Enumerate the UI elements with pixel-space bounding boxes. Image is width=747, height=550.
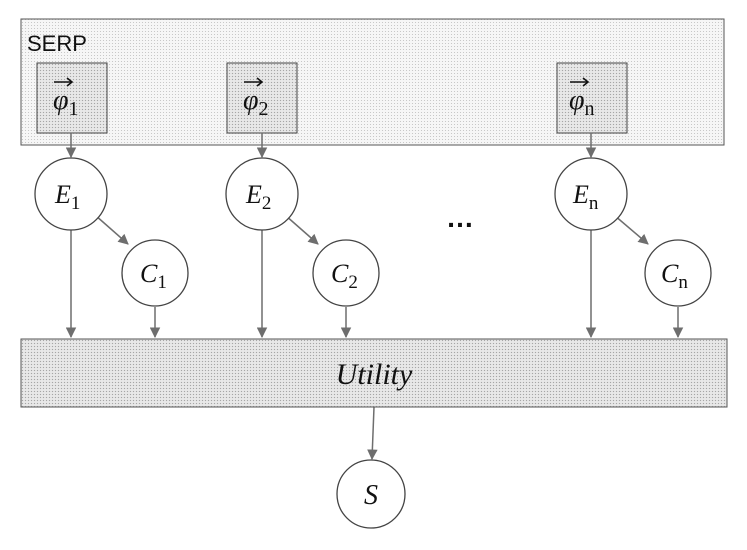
click-node-2: C2 (312, 239, 380, 307)
examination-node-1: E1 (34, 157, 108, 231)
feature-box-1: φ1 (36, 62, 108, 134)
edge-e2-c2 (284, 214, 319, 245)
edge-e1-c1 (94, 214, 129, 245)
examination-label-n: En (572, 180, 599, 214)
ellipsis: … (446, 202, 474, 233)
click-label-n: Cn (661, 259, 688, 293)
feature-label-2: φ2 (243, 85, 269, 120)
click-node-n: Cn (644, 239, 712, 307)
examination-node-2: E2 (225, 157, 299, 231)
examination-label-2: E2 (245, 180, 271, 214)
examination-node-n: En (554, 157, 628, 231)
serp-label: SERP (27, 31, 87, 56)
feature-label-1: φ1 (53, 85, 79, 120)
feature-box-n: φn (556, 62, 628, 134)
click-node-1: C1 (121, 239, 189, 307)
feature-box-2: φ2 (226, 62, 298, 134)
click-label-1: C1 (140, 259, 167, 293)
click-label-2: C2 (331, 259, 358, 293)
edge-utility-s (367, 406, 378, 461)
examination-label-1: E1 (54, 180, 80, 214)
satisfaction-label: S (364, 480, 378, 511)
utility-box: Utility (20, 338, 728, 408)
feature-label-n: φn (569, 85, 595, 120)
utility-label: Utility (336, 358, 413, 391)
satisfaction-node: S (336, 459, 406, 529)
edge-en-cn (613, 214, 649, 245)
